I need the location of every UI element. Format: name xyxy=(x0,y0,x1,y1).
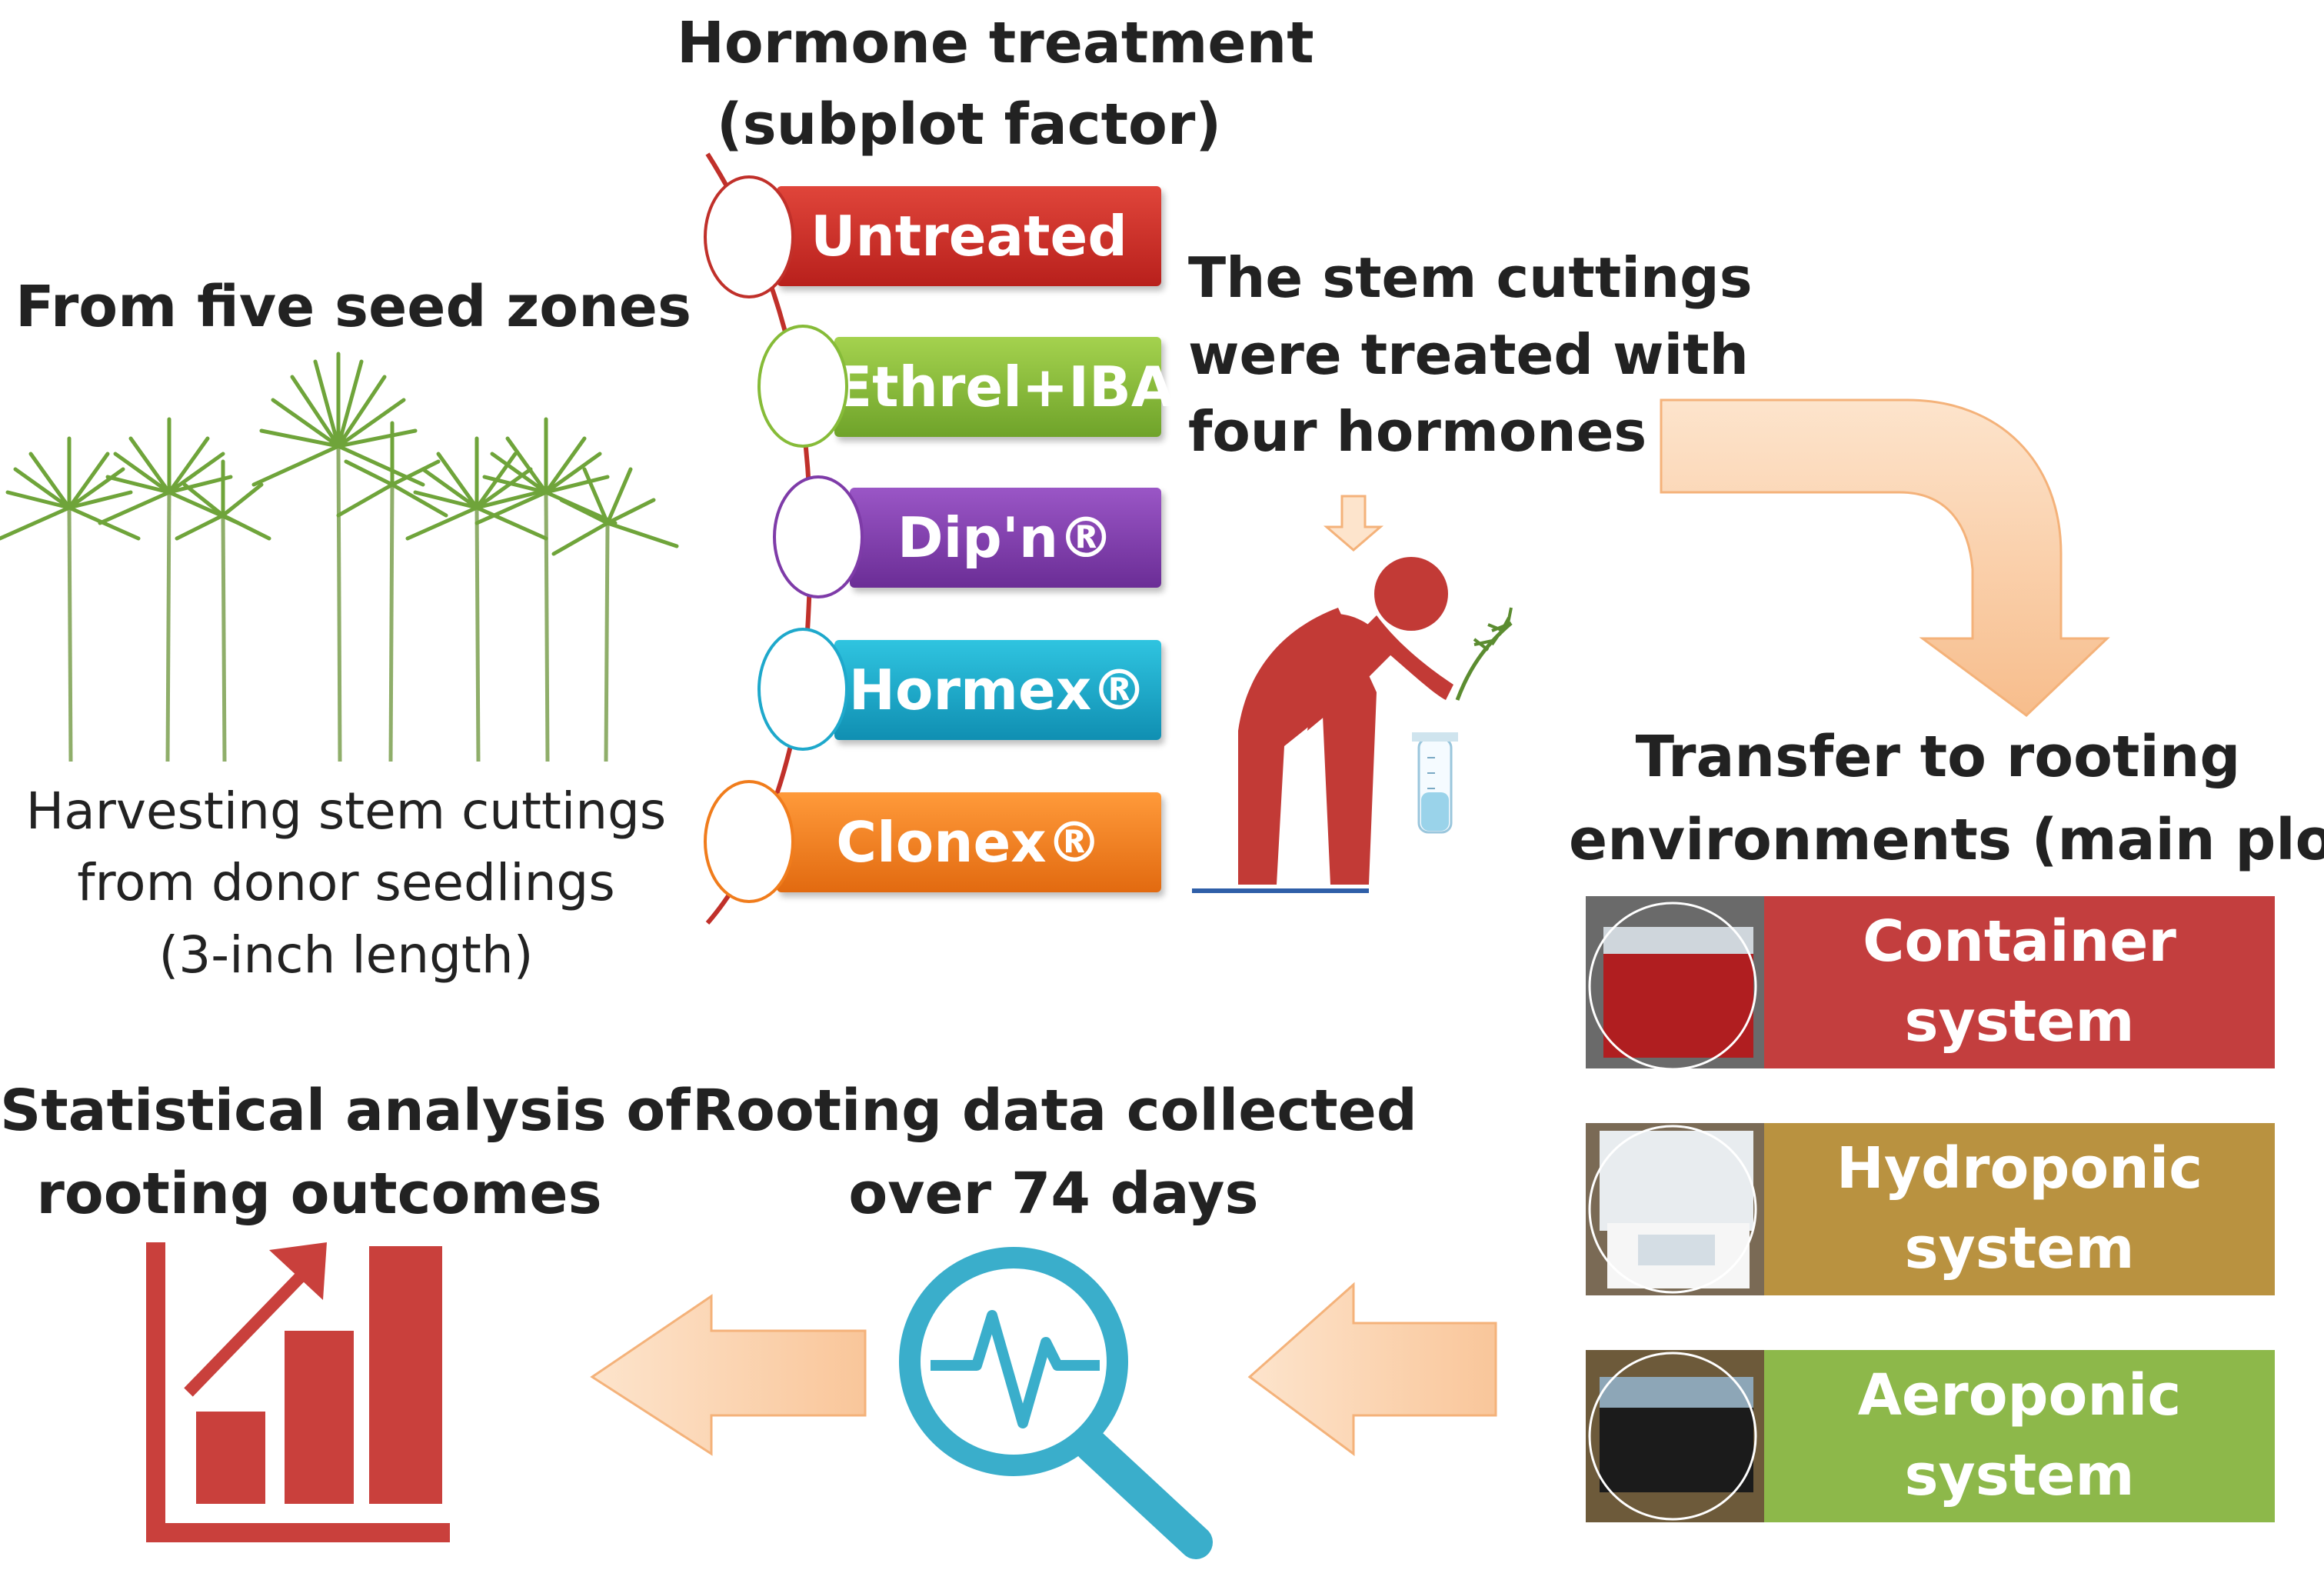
treatment-note-line3: four hormones xyxy=(1188,399,1647,464)
curved-arrow-to-environments xyxy=(1660,398,2110,717)
magnifier-pulse-icon xyxy=(899,1247,1213,1559)
treatment-circle-marker xyxy=(773,475,864,598)
environment-title-line2: environments (main plot) xyxy=(1569,807,2324,873)
treatment-label: Dip'n® xyxy=(897,505,1114,570)
data-collected-line2: over 74 days xyxy=(848,1161,1259,1227)
palm-seedlings-icon xyxy=(0,352,679,762)
bar-chart-growth-icon xyxy=(146,1242,450,1542)
treatment-circle-marker xyxy=(704,780,794,903)
treatment-label: Untreated xyxy=(811,204,1127,268)
treatment-label: Clonex® xyxy=(836,810,1102,875)
treatment-hormex: Hormex® xyxy=(834,640,1161,740)
aeroponic-photo xyxy=(1586,1350,1764,1522)
analysis-line2: rooting outcomes xyxy=(36,1161,602,1227)
analysis-line1: Statistical analysis of xyxy=(0,1078,691,1144)
test-tube-icon xyxy=(1412,732,1458,834)
treatment-dipn: Dip'n® xyxy=(850,488,1161,588)
hydroponic-system-box: Hydroponic system xyxy=(1764,1123,2275,1295)
treatment-circle-marker xyxy=(704,175,794,298)
treatment-ethrel-iba: Ethrel+IBA xyxy=(834,337,1174,437)
treatment-circle-marker xyxy=(757,325,848,448)
environment-title-line1: Transfer to rooting xyxy=(1635,724,2241,790)
treatment-note-line2: were treated with xyxy=(1188,322,1749,387)
container-photo xyxy=(1586,896,1764,1071)
seed-caption-line2: from donor seedlings xyxy=(77,853,615,912)
container-system-box: Container system xyxy=(1764,896,2275,1068)
hydroponic-photo xyxy=(1586,1123,1764,1295)
hormone-title-line1: Hormone treatment xyxy=(677,10,1314,76)
treatment-circle-marker xyxy=(757,628,848,751)
seed-zones-title: From five seed zones xyxy=(15,274,692,340)
treatment-clonex: Clonex® xyxy=(777,792,1161,892)
seed-caption-line3: (3-inch length) xyxy=(158,925,534,985)
data-collected-line1: Rooting data collected xyxy=(692,1078,1417,1144)
aeroponic-system-box: Aeroponic system xyxy=(1764,1350,2275,1522)
arrow-data-to-analysis xyxy=(590,1294,867,1456)
person-dipping-cutting-icon xyxy=(1192,495,1513,893)
seed-caption-line1: Harvesting stem cuttings xyxy=(25,782,667,841)
arrow-environments-to-data xyxy=(1247,1282,1497,1456)
treatment-note-line1: The stem cuttings xyxy=(1188,245,1753,310)
treatment-label: Ethrel+IBA xyxy=(834,355,1174,419)
treatment-untreated: Untreated xyxy=(777,186,1161,286)
hormone-title-line2: (subplot factor) xyxy=(716,92,1222,158)
treatment-label: Hormex® xyxy=(848,658,1147,722)
